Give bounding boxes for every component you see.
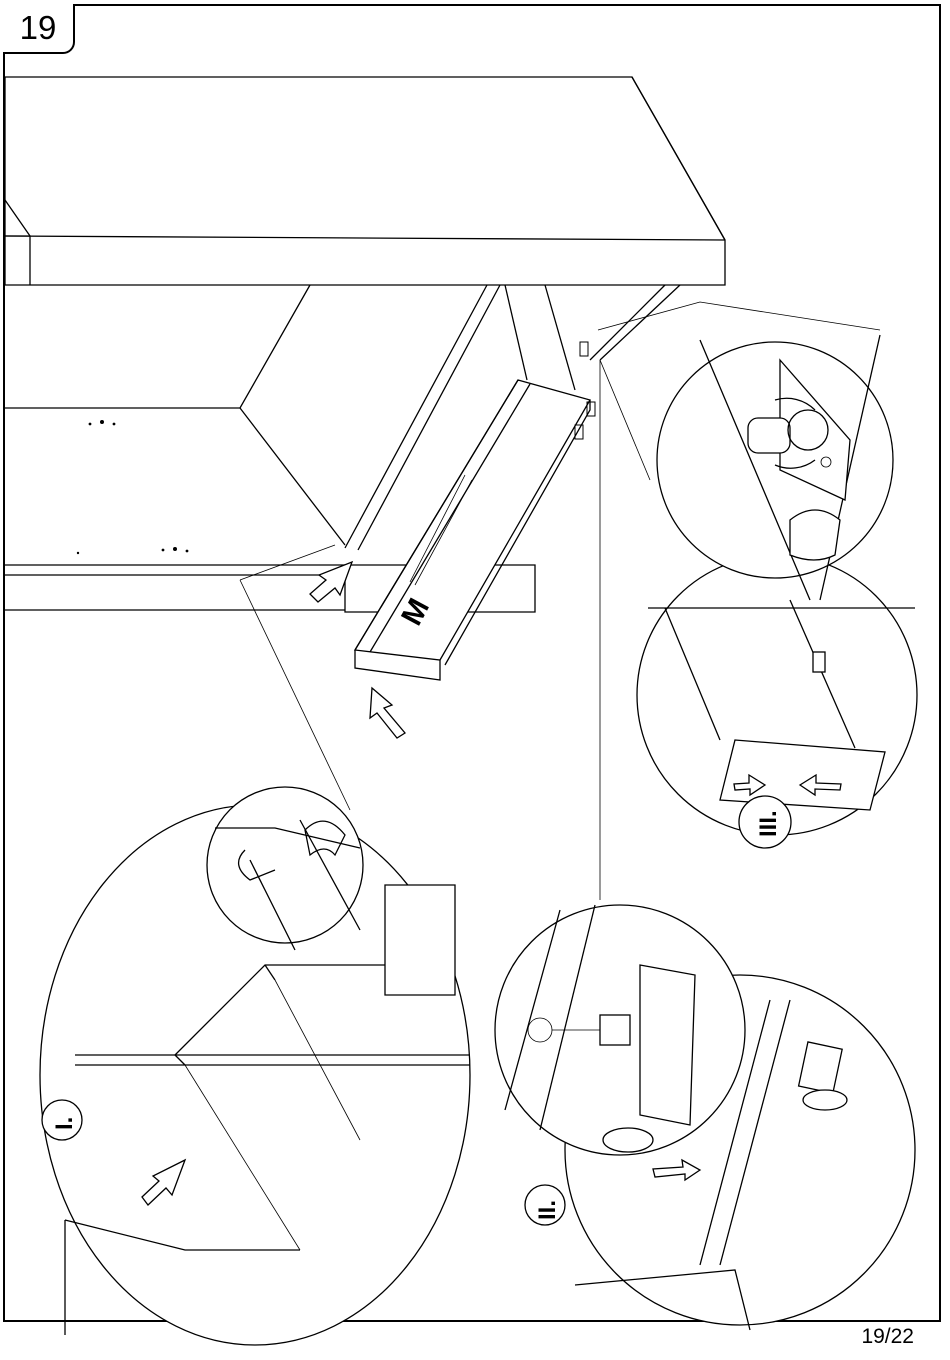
- desk-top-panel: [5, 77, 725, 285]
- step-number: 19: [3, 4, 75, 54]
- drawer-m: M: [355, 380, 590, 680]
- hardware-markers: [575, 342, 595, 439]
- detail-label-iii: III.: [755, 810, 782, 837]
- detail-label-ii: II.: [534, 1200, 561, 1220]
- detail-label-i: I.: [51, 1117, 78, 1130]
- detail-ii: II.: [495, 905, 915, 1330]
- side-cabinet: [5, 285, 345, 610]
- detail-iii: III.: [637, 335, 917, 848]
- page-indicator: 19/22: [861, 1325, 914, 1349]
